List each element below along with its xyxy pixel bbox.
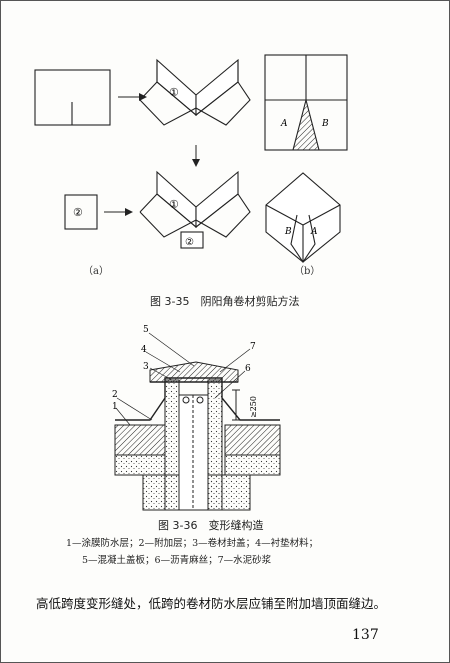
- fig36-callout-3: 3: [143, 362, 149, 372]
- fig35-mark-B1: B: [321, 119, 329, 129]
- fig35-b-assembled-corner: [265, 172, 341, 263]
- fig35-mark-A2: A: [310, 227, 318, 237]
- fig36-callout-5: 5: [143, 325, 149, 335]
- page-number: 137: [352, 627, 379, 643]
- fig35-a-folded-corner-1: [139, 58, 251, 126]
- fig36-callout-1: 1: [112, 402, 118, 412]
- fig35-mark-1b: ①: [169, 198, 179, 211]
- fig35-mark-A1: A: [280, 119, 288, 129]
- fig36-legend-line1: 1—涂膜防水层；2—附加层；3—卷材封盖；4—衬垫材料；: [66, 538, 319, 549]
- fig35-label-b: （b）: [294, 266, 321, 277]
- fig35-mark-2b: ②: [185, 237, 194, 248]
- fig35-a-small-square: [64, 194, 98, 230]
- fig36-joint-section: [114, 361, 281, 511]
- body-paragraph: 高低跨度变形缝处，低跨的卷材防水层应铺至附加墙顶面缝边。: [36, 596, 387, 611]
- fig36-legend-line2: 5—混凝土盖板；6—沥青麻丝；7—水泥砂浆: [82, 555, 272, 566]
- fig35-mark-B2: B: [284, 227, 292, 237]
- fig36-dimension: ≥250: [249, 396, 258, 418]
- fig35-mark-1a: ①: [169, 86, 179, 99]
- fig35-label-a: （a）: [83, 266, 109, 277]
- fig35-caption: 图 3-35 阴阳角卷材剪贴方法: [150, 295, 300, 308]
- fig36-caption: 图 3-36 变形缝构造: [158, 519, 264, 532]
- fig36-leaders: [115, 332, 251, 426]
- fig36-callout-2: 2: [112, 390, 118, 400]
- fig36-callout-4: 4: [141, 345, 147, 355]
- fig36-callout-6: 6: [245, 364, 251, 374]
- fig35-a-flat-sheet: [34, 69, 111, 126]
- fig35-a-folded-corner-2: [139, 170, 251, 249]
- fig35-mark-2a: ②: [73, 206, 83, 219]
- fig35-b-sheet-layout: [264, 54, 348, 151]
- fig36-callout-7: 7: [250, 342, 256, 352]
